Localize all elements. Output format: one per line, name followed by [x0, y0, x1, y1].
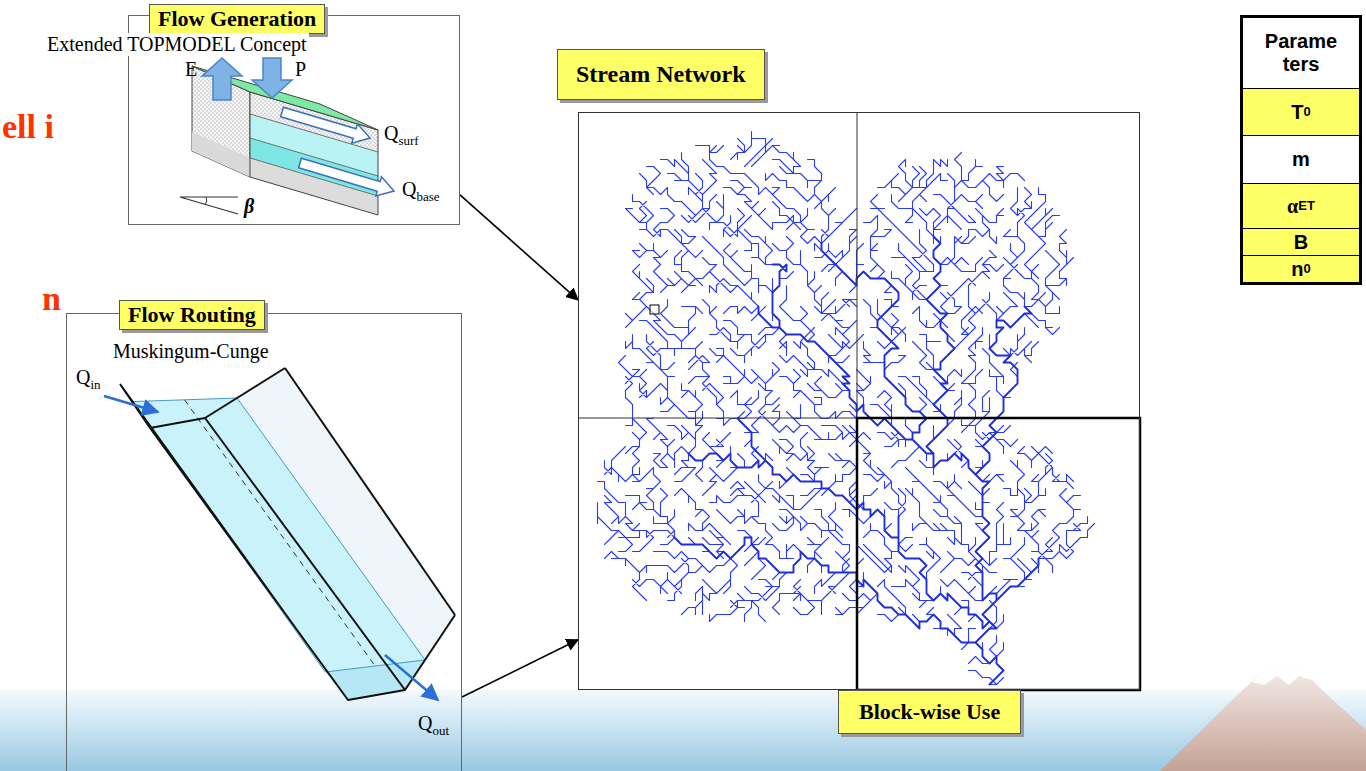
flow-arrow: [462, 640, 578, 697]
channel-water: [132, 398, 425, 700]
flux-symbol: Q: [76, 366, 90, 388]
water-surface: [132, 398, 425, 672]
evaporation-arrow: [202, 58, 242, 100]
slide-text: n: [42, 280, 61, 317]
callout-box: Block-wise Use: [838, 690, 1021, 734]
subscript: out: [432, 723, 449, 738]
slope-angle-lines: [180, 197, 238, 214]
subscript: surf: [398, 133, 418, 148]
outflow-arrow: [385, 655, 438, 700]
channel-drawing: [104, 368, 455, 700]
subscript: 0: [1303, 262, 1310, 277]
table-row: αET: [1243, 183, 1359, 228]
panel-title: Flow Generation: [149, 4, 325, 34]
flow-arrow: [460, 195, 578, 300]
flux-symbol: P: [295, 58, 306, 80]
label-group: P: [295, 58, 306, 81]
flux-symbol: Q: [418, 712, 432, 734]
slope-angle-arc: [205, 197, 207, 205]
selected-block: [857, 418, 1140, 690]
stream-network: [598, 132, 1095, 685]
table-cell: α: [1287, 195, 1298, 218]
parameter-table: Parame tersT0mαETBn0: [1240, 15, 1362, 285]
subscript: in: [90, 377, 100, 392]
table-cell: n: [1291, 258, 1303, 281]
label-group: ell i: [2, 108, 54, 146]
label-group: Qbase: [402, 178, 440, 205]
table-row: m: [1243, 135, 1359, 183]
flux-symbol: Q: [384, 122, 398, 144]
table-row: B: [1243, 228, 1359, 255]
channel-centerline: [185, 400, 376, 666]
label-group: n: [42, 280, 61, 318]
block-side-layer: [192, 132, 250, 177]
bottom-band: [0, 690, 1366, 771]
callout-text: Block-wise Use: [859, 699, 1000, 725]
subscript: ET: [1298, 199, 1315, 214]
panel-title: Flow Routing: [119, 300, 265, 330]
stream-lines: [598, 132, 1095, 685]
subscript: base: [416, 189, 439, 204]
panel-subtitle: Muskingum-Cunge: [111, 340, 271, 363]
label-group: E: [185, 58, 197, 81]
flux-symbol: Q: [402, 178, 416, 200]
surface-flow-arrow: [281, 107, 370, 143]
table-cell: Parame ters: [1259, 30, 1343, 76]
subscript: 0: [1303, 105, 1310, 120]
flux-symbol: E: [185, 58, 197, 80]
mountain-snow: [1252, 664, 1312, 685]
label-group: Qout: [418, 712, 449, 739]
angle-symbol: β: [244, 195, 254, 217]
hillslope-block: [180, 58, 394, 215]
table-cell: B: [1294, 231, 1308, 254]
table-cell: T: [1291, 101, 1303, 124]
grid-cell-marker: [650, 305, 659, 314]
slide-text: ell i: [2, 108, 54, 145]
table-row: T0: [1243, 88, 1359, 135]
network-frame: Stream Network: [578, 112, 1140, 690]
label-group: β: [244, 195, 254, 218]
table-row: n0: [1243, 255, 1359, 282]
base-flow-arrow: [299, 158, 394, 196]
block-grid-lines: [578, 112, 1140, 690]
channel-outline: [120, 368, 455, 700]
label-group: Qin: [76, 366, 101, 393]
precipitation-arrow: [252, 58, 292, 98]
panel-subtitle: Extended TOPMODEL Concept: [45, 33, 309, 56]
table-cell: m: [1292, 148, 1310, 171]
mountain-shape: [1160, 664, 1366, 771]
label-group: Qsurf: [384, 122, 419, 149]
panel-title: Stream Network: [557, 49, 765, 100]
model-panel: Flow RoutingMuskingum-Cunge: [66, 313, 462, 771]
inflow-arrow: [104, 396, 158, 412]
table-row: Parame ters: [1243, 18, 1359, 88]
